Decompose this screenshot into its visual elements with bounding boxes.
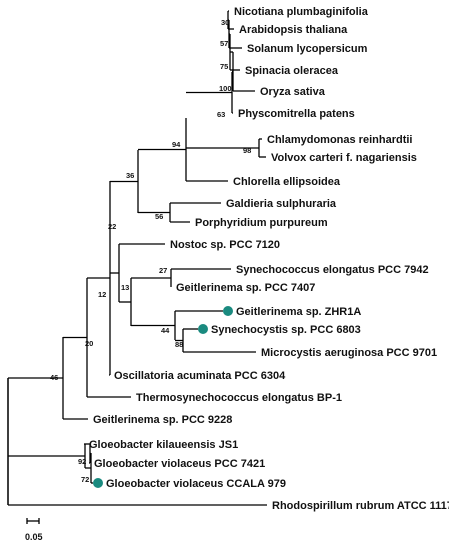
taxon-label-oscillatoria: Oscillatoria acuminata PCC 6304 — [114, 370, 286, 382]
taxon-label-porphyridium: Porphyridium purpureum — [195, 217, 328, 229]
taxon-label-solanum: Solanum lycopersicum — [247, 43, 368, 55]
tree-markers — [93, 306, 233, 488]
bootstrap-value-n92: 92 — [78, 457, 86, 466]
bootstrap-value-n46: 46 — [50, 373, 58, 382]
taxon-label-microcystis: Microcystis aeruginosa PCC 9701 — [261, 347, 437, 359]
taxon-label-oryza: Oryza sativa — [260, 86, 326, 98]
highlight-marker-gloeobacterCCALA — [93, 478, 103, 488]
bootstrap-value-n30: 30 — [221, 18, 229, 27]
taxon-label-gloeobacterCCALA: Gloeobacter violaceus CCALA 979 — [106, 478, 286, 490]
tree-branches — [7, 10, 267, 506]
highlight-marker-synechocystis — [198, 324, 208, 334]
taxon-label-physcomitrella: Physcomitrella patens — [238, 108, 355, 120]
highlight-marker-geitlerinemaZHR1A — [223, 306, 233, 316]
bootstrap-value-n57: 57 — [220, 39, 228, 48]
scale-bar: 0.05 — [25, 518, 43, 542]
bootstrap-value-n100: 100 — [219, 84, 232, 93]
bootstrap-value-n27: 27 — [159, 266, 167, 275]
taxon-label-synechocystis: Synechocystis sp. PCC 6803 — [211, 324, 361, 336]
taxon-label-volvox: Volvox carteri f. nagariensis — [271, 152, 417, 164]
bootstrap-value-n88: 88 — [175, 340, 183, 349]
taxon-label-gloeobacterJS1: Gloeobacter kilaueensis JS1 — [89, 439, 238, 451]
taxon-label-geitlerinemaZHR1A: Geitlerinema sp. ZHR1A — [236, 306, 361, 318]
taxon-label-nicotiana: Nicotiana plumbaginifolia — [234, 6, 369, 18]
scale-bar-label: 0.05 — [25, 532, 43, 542]
taxon-label-chlorella: Chlorella ellipsoidea — [233, 176, 341, 188]
taxon-label-chlamydomonas: Chlamydomonas reinhardtii — [267, 134, 412, 146]
bootstrap-value-n75: 75 — [220, 62, 228, 71]
taxon-label-spinacia: Spinacia oleracea — [245, 65, 339, 77]
bootstrap-value-n20: 20 — [85, 339, 93, 348]
bootstrap-value-n22: 22 — [108, 222, 116, 231]
bootstrap-value-n44: 44 — [161, 326, 170, 335]
bootstrap-value-n56: 56 — [155, 212, 163, 221]
taxon-label-geitlerinema9228: Geitlerinema sp. PCC 9228 — [93, 414, 232, 426]
bootstrap-value-n63: 63 — [217, 110, 225, 119]
bootstrap-value-n36: 36 — [126, 171, 134, 180]
bootstrap-value-n98: 98 — [243, 146, 251, 155]
taxon-label-galdieria: Galdieria sulphuraria — [226, 198, 337, 210]
taxon-label-geitlerinema7407: Geitlerinema sp. PCC 7407 — [176, 282, 315, 294]
bootstrap-value-n13: 13 — [121, 283, 129, 292]
bootstrap-value-n72: 72 — [81, 475, 89, 484]
bootstrap-value-n94: 94 — [172, 140, 181, 149]
bootstrap-values: 30 57 75 100 63 98 94 56 36 27 13 88 44 22 12 20 46 92 72 — [50, 18, 251, 484]
taxon-label-thermosynechococcus: Thermosynechococcus elongatus BP-1 — [136, 392, 342, 404]
taxon-label-nostoc: Nostoc sp. PCC 7120 — [170, 239, 280, 251]
bootstrap-value-n12: 12 — [98, 290, 106, 299]
taxon-label-synechococcus7942: Synechococcus elongatus PCC 7942 — [236, 264, 429, 276]
taxon-label-arabidopsis: Arabidopsis thaliana — [239, 24, 348, 36]
taxon-label-gloeobacter7421: Gloeobacter violaceus PCC 7421 — [94, 458, 265, 470]
taxon-label-rhodospirillum: Rhodospirillum rubrum ATCC 11170 — [272, 500, 449, 512]
